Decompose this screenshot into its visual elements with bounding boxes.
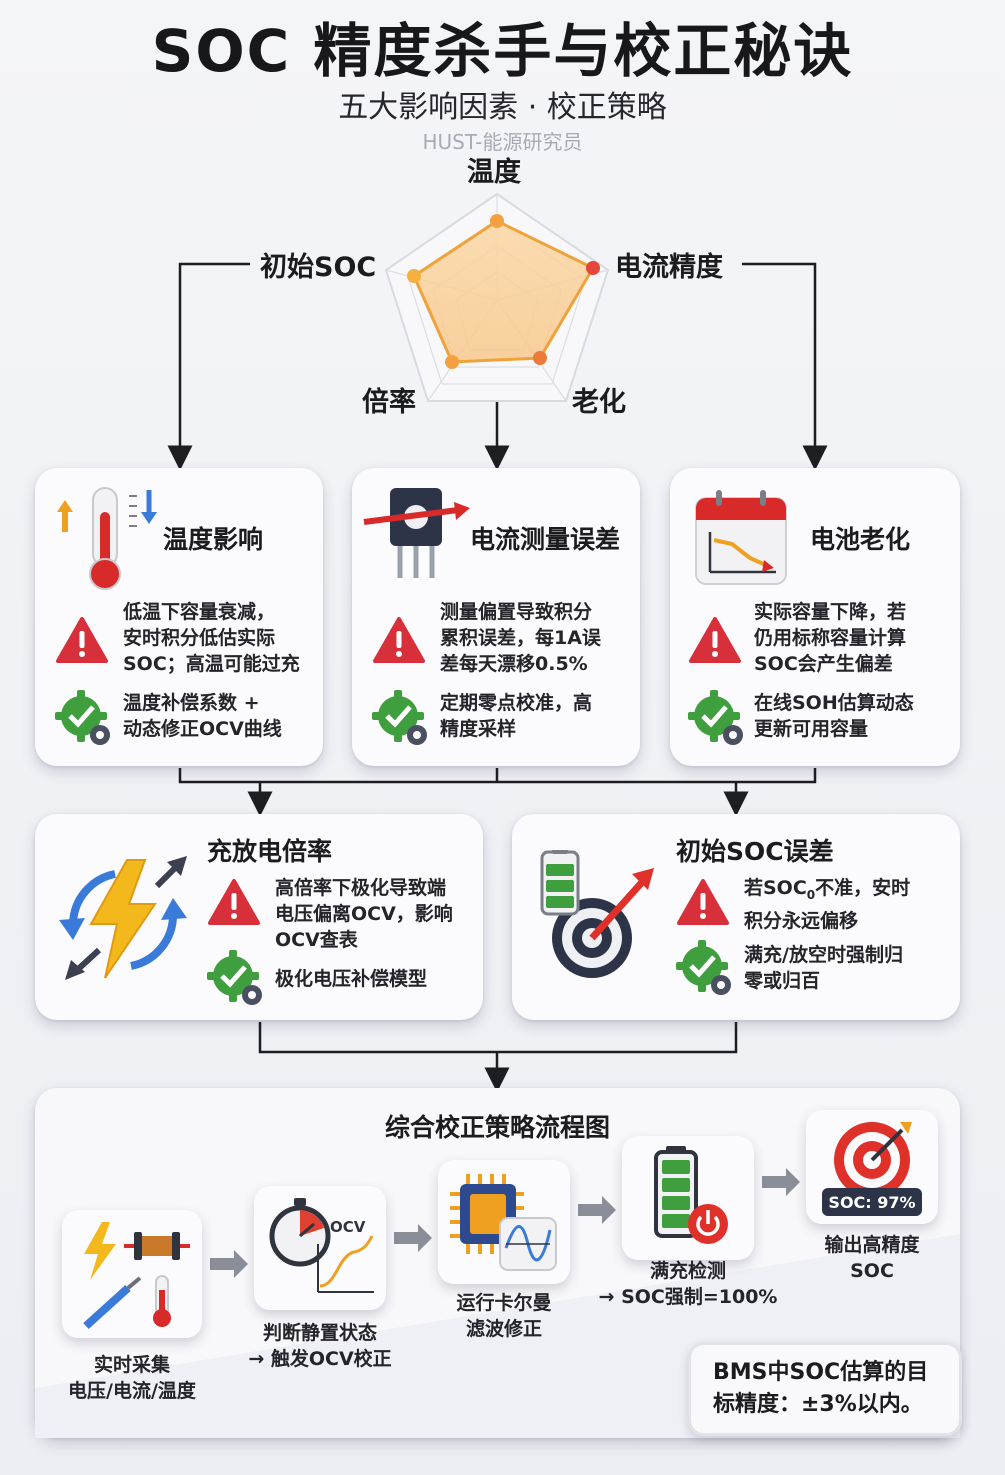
stopwatch-ocv-icon: OCV (269, 1198, 374, 1293)
check-gear-icon (55, 690, 110, 745)
problem-text: 实际容量下降，若 仍用标称容量计算 SOC会产生偏差 (754, 601, 907, 675)
check-gear-icon (207, 950, 262, 1005)
radar-label-current-accuracy: 电流精度 (615, 252, 723, 283)
check-gear-icon (676, 940, 731, 995)
flow-step-output: SOC: 97% (806, 1110, 938, 1224)
flow-step-label: 满充检测 → SOC强制=100% (598, 1260, 778, 1308)
warning-icon (373, 617, 425, 663)
card-title: 初始SOC误差 (676, 837, 834, 866)
flow-step-label: 判断静置状态 → 触发OCV校正 (248, 1322, 392, 1370)
flow-step-label: 实时采集 电压/电流/温度 (68, 1354, 196, 1402)
radar-label-initial-soc: 初始SOC (260, 252, 377, 283)
sensor-collection-icon (83, 1222, 190, 1329)
ocv-icon-text: OCV (330, 1218, 366, 1236)
card-initial-soc: 初始SOC误差 若SOC0不准，安时 积分永远偏移 满充/放空时强制归 零或归百 (512, 814, 960, 1020)
card-temperature: 温度影响 低温下容量衰减， 安时积分低估实际 SOC；高温可能过充 温度补偿系数… (35, 468, 323, 766)
card-title: 电流测量误差 (470, 525, 621, 554)
target-soc-icon: SOC: 97% (822, 1122, 922, 1216)
accuracy-note: BMS中SOC估算的目 标精度：±3%以内。 (688, 1342, 962, 1436)
solution-text: 温度补偿系数 + 动态修正OCV曲线 (123, 692, 282, 740)
battery-power-icon (654, 1146, 728, 1244)
warning-icon (56, 617, 108, 663)
flow-step-full-charge (622, 1136, 754, 1260)
radar-chart (384, 192, 610, 402)
lightning-rate-icon (59, 856, 187, 980)
solution-text: 在线SOH估算动态 更新可用容量 (754, 692, 914, 740)
calendar-chart-icon (695, 490, 787, 585)
card-title: 充放电倍率 (207, 837, 333, 866)
chip-wave-icon (450, 1174, 557, 1271)
thermometer-icon (57, 487, 157, 590)
current-sensor-icon (363, 488, 470, 578)
flow-title: 综合校正策略流程图 (384, 1113, 610, 1142)
battery-target-icon (540, 850, 654, 978)
solution-text: 满充/放空时强制归 零或归百 (744, 944, 903, 992)
problem-text: 高倍率下极化导致端 电压偏离OCV，影响 OCV查表 (275, 877, 453, 951)
card-title: 电池老化 (810, 525, 911, 554)
soc-readout-text: SOC: 97% (828, 1193, 915, 1212)
flow-step-label: 输出高精度 SOC (824, 1234, 920, 1282)
card-current-error: 电流测量误差 测量偏置导致积分 累积误差，每1A误 差每天漂移0.5% 定期零点… (352, 468, 640, 766)
flow-step-rest-detect: OCV (254, 1186, 386, 1310)
page-subtitle: 五大影响因素 · 校正策略 (338, 90, 667, 125)
author-watermark: HUST-能源研究员 (422, 130, 583, 154)
accuracy-note-text: BMS中SOC估算的目 标精度：±3%以内。 (713, 1360, 929, 1417)
card-title: 温度影响 (163, 525, 264, 554)
problem-text: 测量偏置导致积分 累积误差，每1A误 差每天漂移0.5% (440, 601, 601, 675)
flow-step-acquire (62, 1210, 202, 1338)
radar-label-aging: 老化 (572, 387, 626, 418)
page-title: SOC 精度杀手与校正秘诀 (151, 17, 854, 85)
problem-text: 若SOC0不准，安时 积分永远偏移 (744, 877, 911, 932)
radar-label-rate: 倍率 (362, 387, 416, 418)
check-gear-icon (372, 690, 427, 745)
card-charge-rate: 充放电倍率 高倍率下极化导致端 电压偏离OCV，影响 OCV查表 极化电压补偿模… (35, 814, 483, 1020)
warning-icon (677, 879, 729, 925)
warning-icon (689, 617, 741, 663)
flow-step-kalman (438, 1160, 570, 1284)
flow-step-label: 运行卡尔曼 滤波修正 (456, 1292, 552, 1340)
warning-icon (208, 879, 260, 925)
radar-label-temperature: 温度 (467, 157, 521, 188)
solution-text: 极化电压补偿模型 (275, 968, 428, 990)
card-battery-aging: 电池老化 实际容量下降，若 仍用标称容量计算 SOC会产生偏差 在线SOH估算动… (670, 468, 960, 766)
solution-text: 定期零点校准，高 精度采样 (440, 692, 593, 740)
check-gear-icon (688, 690, 743, 745)
problem-text: 低温下容量衰减， 安时积分低估实际 SOC；高温可能过充 (123, 601, 300, 675)
